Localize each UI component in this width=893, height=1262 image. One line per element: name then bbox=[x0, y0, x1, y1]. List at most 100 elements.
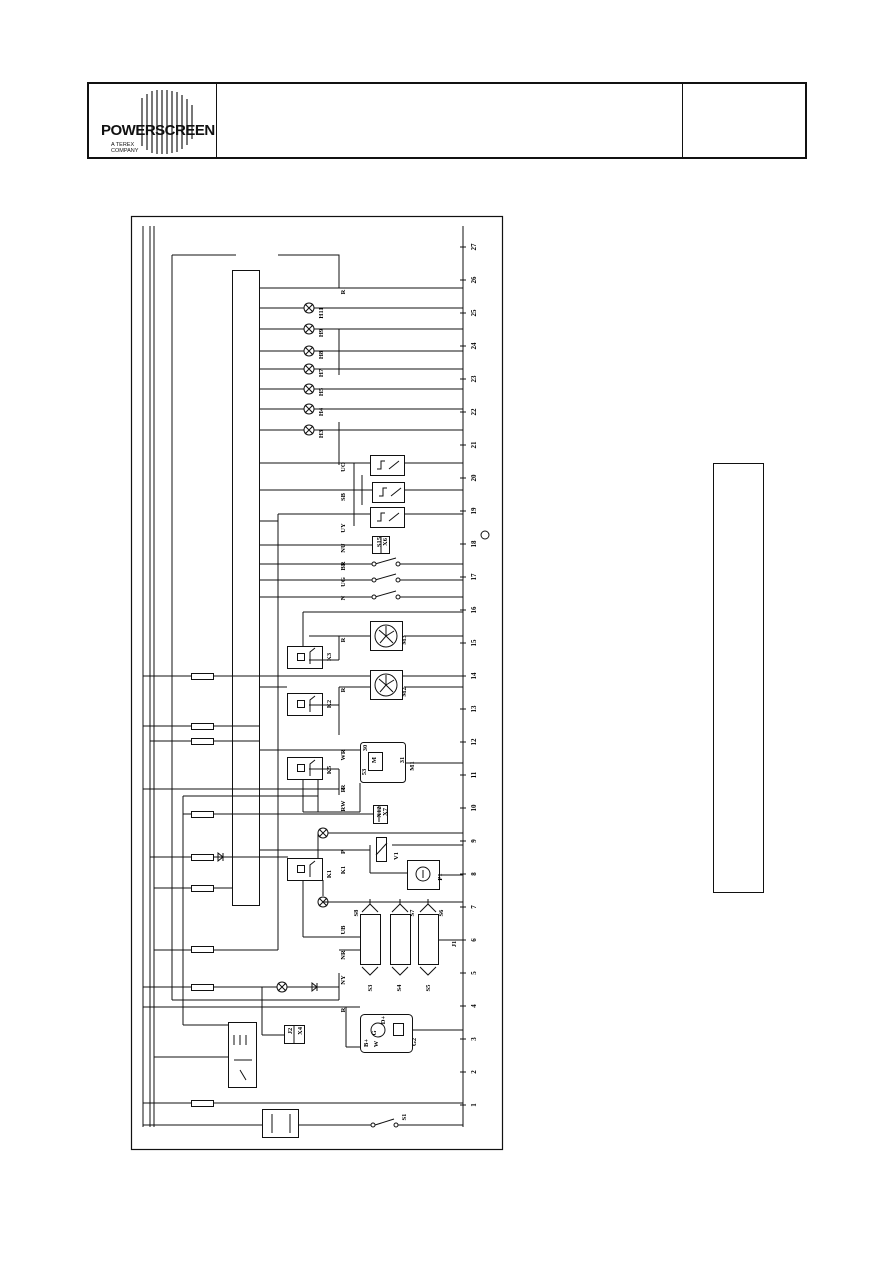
wire-colour-label: R bbox=[340, 787, 347, 792]
label-x7: X7 bbox=[382, 807, 389, 816]
lamp-cross bbox=[304, 364, 314, 374]
column-numbers: 1234567891011121314151617181920212223242… bbox=[470, 243, 478, 1107]
battery bbox=[262, 1109, 299, 1138]
wire-colour-label: SB bbox=[340, 492, 347, 501]
wire-colour-label: R bbox=[340, 1007, 347, 1012]
label-term_30: 30 bbox=[362, 745, 369, 752]
label-h11: H11 bbox=[318, 307, 325, 318]
ignition-switch bbox=[143, 1022, 463, 1107]
label-s6: S6 bbox=[438, 909, 445, 917]
column-number: 11 bbox=[470, 771, 478, 778]
column-number: 23 bbox=[470, 375, 478, 383]
wire-colour-label: N bbox=[340, 595, 347, 600]
column-number: 26 bbox=[470, 276, 478, 284]
wire-colour-label: UY bbox=[340, 523, 347, 533]
wire-colour-label: UB bbox=[340, 925, 347, 935]
label-h5: H5 bbox=[318, 387, 325, 396]
wire-colour-label: RW bbox=[340, 800, 347, 811]
label-s3: S3 bbox=[367, 984, 374, 992]
logo-tagline-2: COMPANY bbox=[111, 148, 139, 154]
alternator-g2 bbox=[345, 1007, 463, 1053]
wire-colour-label: R bbox=[340, 784, 347, 789]
label-s4: S4 bbox=[396, 984, 403, 992]
wire-colour-label: R bbox=[340, 289, 347, 294]
column-number: 20 bbox=[470, 474, 478, 482]
wire-colour-label: R bbox=[340, 687, 347, 692]
lamp-wires bbox=[260, 287, 463, 465]
label-v1: V1 bbox=[393, 852, 400, 860]
charge-lamp-section bbox=[143, 973, 360, 1044]
column-number: 7 bbox=[470, 905, 478, 909]
wire-colour-label: UG bbox=[340, 577, 347, 587]
column-number: 2 bbox=[470, 1070, 478, 1074]
label-m1: M1 bbox=[409, 761, 416, 770]
label-k5: K5 bbox=[326, 765, 333, 774]
label-k3: K3 bbox=[326, 652, 333, 661]
label-s1: S1 bbox=[401, 1114, 408, 1121]
label-x12: X12 bbox=[376, 806, 383, 817]
column-number: 25 bbox=[470, 309, 478, 317]
column-number: 18 bbox=[470, 540, 478, 548]
label-m2: M2 bbox=[401, 687, 408, 696]
warning-lamps bbox=[303, 302, 315, 436]
label-p1: P1 bbox=[437, 873, 444, 880]
column-number: 24 bbox=[470, 342, 478, 350]
logo-cell: POWERSCREEN A TEREX COMPANY bbox=[89, 84, 217, 157]
powerscreen-logo-icon bbox=[141, 90, 193, 154]
label-g2: G2 bbox=[411, 1038, 418, 1046]
column-number: 15 bbox=[470, 639, 478, 647]
label-h4: H4 bbox=[318, 407, 325, 416]
label-term_31: 31 bbox=[399, 757, 406, 764]
logo-brand: POWERSCREEN bbox=[101, 122, 215, 139]
label-g2_g: G bbox=[371, 1030, 378, 1035]
label-x4: X4 bbox=[297, 1026, 304, 1035]
notes-panel bbox=[713, 463, 764, 893]
valve-gauge-section bbox=[150, 827, 463, 937]
label-h8: H8 bbox=[318, 350, 325, 359]
lamp-cross bbox=[304, 346, 314, 356]
s15-connector bbox=[260, 530, 490, 554]
column-number: 6 bbox=[470, 938, 478, 942]
level-switches bbox=[154, 899, 463, 976]
column-number: 1 bbox=[470, 1103, 478, 1107]
time-relays bbox=[260, 455, 463, 950]
title-block: POWERSCREEN A TEREX COMPANY bbox=[87, 82, 807, 159]
column-number: 14 bbox=[470, 672, 478, 680]
label-h9: H9 bbox=[318, 328, 325, 337]
wire-colour-label: K1 bbox=[340, 866, 347, 874]
label-g2_w: W bbox=[373, 1040, 380, 1047]
column-number: 16 bbox=[470, 606, 478, 614]
column-number: 21 bbox=[470, 441, 478, 449]
lamp-cross bbox=[304, 404, 314, 414]
label-x6: X6 bbox=[382, 537, 389, 546]
label-g2_d: D+ bbox=[380, 1016, 387, 1025]
label-s7: S7 bbox=[409, 909, 416, 917]
wire-colour-label: UO bbox=[340, 462, 347, 472]
lamp-cross bbox=[304, 303, 314, 313]
column-number: 12 bbox=[470, 738, 478, 746]
top-loop bbox=[172, 254, 340, 288]
label-g2_b: B+ bbox=[363, 1039, 370, 1047]
wire-colour-label: NR bbox=[340, 950, 347, 960]
column-number: 27 bbox=[470, 243, 478, 251]
label-h7: H7 bbox=[318, 368, 325, 377]
wire-colour-label: NY bbox=[340, 975, 347, 985]
lamp-cross bbox=[304, 425, 314, 435]
label-h3: H3 bbox=[318, 429, 325, 438]
label-s8: S8 bbox=[353, 909, 360, 917]
column-number: 5 bbox=[470, 971, 478, 975]
relay-motor-section bbox=[143, 611, 463, 824]
switch-row bbox=[260, 557, 463, 600]
label-m3: M3 bbox=[401, 635, 408, 645]
column-number: 9 bbox=[470, 839, 478, 843]
label-term_53: 53 bbox=[361, 768, 368, 775]
lamp-cross bbox=[304, 324, 314, 334]
lamp-cross bbox=[304, 384, 314, 394]
column-number: 10 bbox=[470, 804, 478, 812]
wire-colour-label: P bbox=[340, 850, 347, 854]
column-number: 13 bbox=[470, 705, 478, 713]
wire-colour-label: BR bbox=[340, 561, 347, 570]
wire-colour-label: WR bbox=[340, 749, 347, 761]
